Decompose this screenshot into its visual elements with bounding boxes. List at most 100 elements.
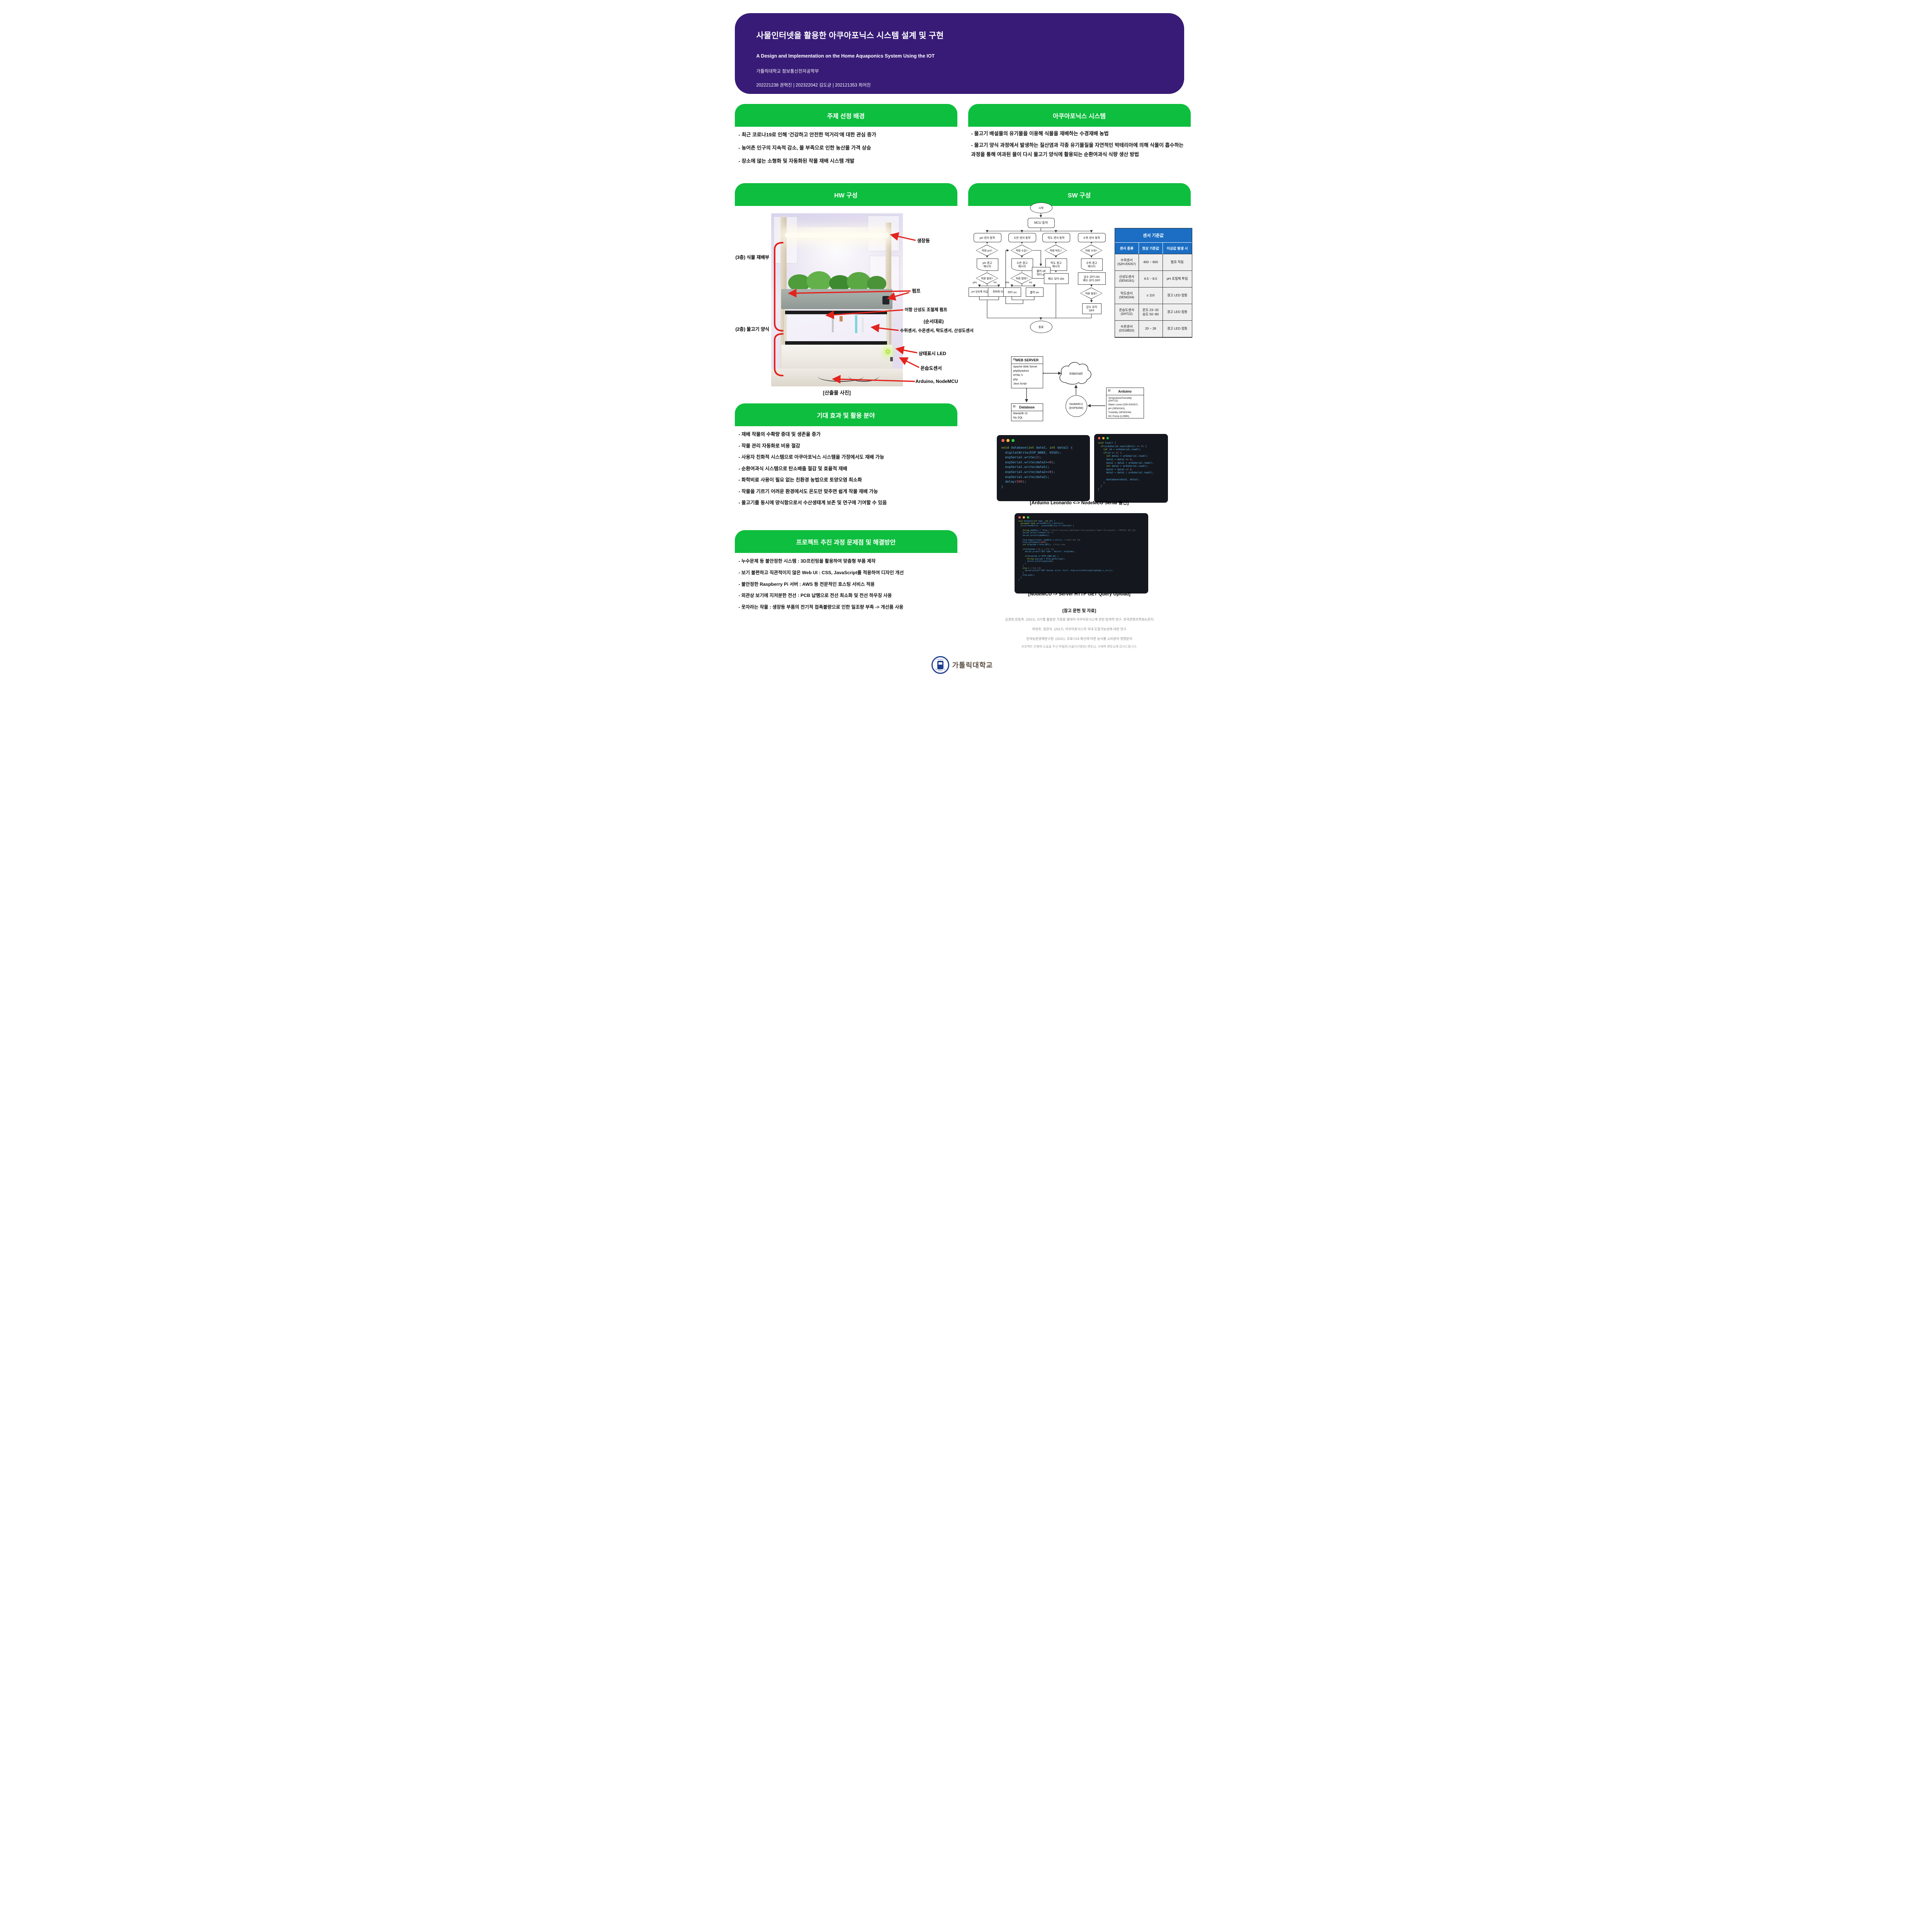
flow-ph-sensor: pH 센서 동작 xyxy=(973,233,1001,242)
flow-temp-sensor: 수온 센서 동작 xyxy=(1008,233,1036,242)
close-icon xyxy=(1001,439,1005,442)
label-grow-light: 생장등 xyxy=(917,238,930,243)
bullet-item: - 작물 관리 자동화로 비용 절감 xyxy=(738,443,801,449)
humidity-sensor-device xyxy=(890,357,893,361)
base-enclosure xyxy=(781,345,892,369)
section-header-problems: 프로젝트 추진 과정 문제점 및 해결방안 xyxy=(734,530,957,553)
bullet-item: - 외관상 보기에 지저분한 전선 : PCB 납땜으로 전선 최소화 및 전선… xyxy=(738,593,892,599)
table-body: 수위센서(SZH-EK057) 400 ~ 600 펌프 작동 산성도센서(SE… xyxy=(1115,254,1192,337)
bullet-item: - 작물을 기르기 어려운 환경에서도 온도만 맞추면 쉽게 작물 재배 가능 xyxy=(738,488,878,494)
flow-decision-temp: 적정 수온? xyxy=(1011,245,1033,256)
bullet-item: - 농어촌 인구의 지속적 감소, 물 부족으로 인한 농산물 가격 상승 xyxy=(738,145,871,151)
code-text: void loop() { if(arduSerial.available() … xyxy=(1098,442,1154,491)
stack-item: HTML 5 xyxy=(1013,374,1023,377)
reference-item: 한국농촌경제연구원. (2021). 코로나19 확산에 따른 농식품 소비분야… xyxy=(1026,637,1132,641)
box-title: Database xyxy=(1019,405,1035,409)
window-buttons xyxy=(1018,516,1144,519)
flow-heater-on: 히터 on xyxy=(1003,287,1021,297)
reference-item: 하헌주, 정관식. (2017). 아쿠아포닉스의 국내 도입가능성에 대한 연… xyxy=(1032,627,1127,631)
plant xyxy=(806,271,831,291)
department: 가톨릭대학교 정보통신전자공학부 xyxy=(756,69,819,74)
close-icon xyxy=(1098,437,1100,439)
table-header-row: 센서 종류 정상 기준값 이상값 발생 시 xyxy=(1115,243,1192,254)
authors: 202221238 권혁진 | 202322042 김도균 | 20212135… xyxy=(756,83,871,88)
references-title: [참고 문헌 및 자료] xyxy=(1062,609,1096,613)
maximize-icon xyxy=(1011,439,1015,442)
bullet-item: - 웃자라는 작물 : 생장등 부품의 전기적 접촉불량으로 인한 일조량 부족… xyxy=(738,604,904,610)
university-name: 가톨릭대학교 xyxy=(952,662,993,669)
flow-decision-turbidity: 적정 탁도? xyxy=(1045,245,1067,256)
table-header: 센서 종류 xyxy=(1115,243,1139,254)
window-icon: ⊟ xyxy=(1013,357,1016,361)
section-title: 아쿠아포닉스 시스템 xyxy=(1053,113,1106,120)
window-icon: ⊟ xyxy=(1108,389,1111,392)
fish-tank xyxy=(785,314,887,342)
label-status-led: 상태표시 LED xyxy=(918,351,947,356)
label-acid-pump: 어항 산성도 조절제 펌프 xyxy=(904,308,947,312)
section-header-effects: 기대 효과 및 활용 분야 xyxy=(734,403,957,426)
stack-item: MariaDB 10 xyxy=(1013,412,1028,415)
table-row: 수위센서(SZH-EK057) 400 ~ 600 펌프 작동 xyxy=(1115,254,1192,271)
code-text: void database(int humi, int ph) { unsign… xyxy=(1018,520,1136,582)
sensor-probe xyxy=(831,317,834,332)
code-text: void database(int data1, int data2) { di… xyxy=(1001,446,1073,488)
label-floor2: (2층) 물고기 양식 xyxy=(735,327,770,332)
sensor-probe xyxy=(855,315,857,333)
arduino-box: ⊟Arduino Temprature/Humidity (DHT22)Wate… xyxy=(1106,388,1144,418)
flow-cooler-on: 쿨러 on xyxy=(1025,287,1044,297)
sensor-tag xyxy=(839,316,843,321)
hw-figure: 생장등 (3층) 식물 재배부 펌프 어항 산성도 조절제 펌프 (순서대로) … xyxy=(735,209,974,417)
stack-item: Turbidity (SEN0244) xyxy=(1108,411,1132,414)
status-led xyxy=(885,349,890,354)
hw-photo-caption: [산출물 사진] xyxy=(823,390,851,396)
section-header-hw: HW 구성 xyxy=(734,183,957,206)
bullet-item: - 사용자 친화적 시스템으로 아쿠아포닉스 시스템을 가정에서도 재배 가능 xyxy=(738,454,884,460)
header-banner: 사물인터넷을 활용한 아쿠아포닉스 시스템 설계 및 구현 A Design a… xyxy=(734,13,1184,94)
bullet-item: - 장소에 않는 소형화 및 자동화된 작물 재배 시스템 개발 xyxy=(738,158,855,164)
bullet-item: - 물고기 배설물의 유기물을 이용해 식물을 재배하는 수경재배 농법 xyxy=(971,131,1109,136)
problems-bullets: - 누수문제 등 불안정한 시스템 : 3D프린팅을 활용하여 맞춤형 부품 제… xyxy=(739,558,956,616)
code-http-upload: void database(int humi, int ph) { unsign… xyxy=(1014,513,1148,594)
code-caption-http: [NodeMCU -> Server HTTP GET Query Upload… xyxy=(1028,591,1130,597)
bullet-item: - 물고기 양식 과정에서 발생하는 질산염과 각종 유기물질을 자연적인 박테… xyxy=(971,142,1184,157)
emblem-mark xyxy=(937,661,943,669)
section-header-sw: SW 구성 xyxy=(968,183,1191,206)
flow-yes-label: yes xyxy=(972,281,977,284)
stack-item: php xyxy=(1013,378,1018,381)
label-sensors: 수위센서, 수온센서, 탁도센서, 산성도센서 xyxy=(900,328,974,333)
sensor-probe xyxy=(862,318,863,332)
stack-item: pH (SEN0161) xyxy=(1108,407,1125,410)
bullet-item: - 누수문제 등 불안정한 시스템 : 3D프린팅을 활용하여 맞춤형 부품 제… xyxy=(738,558,876,564)
bullet-item: - 화학비료 사용이 필요 없는 친환경 농법으로 토양오염 최소화 xyxy=(738,477,862,483)
label-floor3: (3층) 식물 재배부 xyxy=(735,255,770,260)
flow-mcu: MCU 동작 xyxy=(1027,218,1055,228)
tank-frame-top xyxy=(785,311,887,314)
stack-item: DC Pump (L298N) xyxy=(1108,415,1129,418)
flow-ph-up-agent: pH 상승제 지급 xyxy=(968,287,991,297)
section-title: 프로젝트 추진 과정 문제점 및 해결방안 xyxy=(796,539,896,546)
bullet-item: - 보기 불편하고 직관적이지 않은 Web UI : CSS, JavaScr… xyxy=(738,570,904,575)
maximize-icon xyxy=(1027,516,1029,519)
code-nodemcu-serial: void loop() { if(arduSerial.available() … xyxy=(1094,434,1168,503)
flow-start: 시작 xyxy=(1030,202,1052,213)
sensor-threshold-table: 센서 기준값 센서 종류 정상 기준값 이상값 발생 시 수위센서(SZH-EK… xyxy=(1114,228,1192,338)
product-photo xyxy=(771,213,903,386)
section-title: 주제 선정 배경 xyxy=(827,113,865,120)
bullet-item: - 최근 코로나19로 인해 '건강하고 안전한 먹거리'에 대한 관심 증가 xyxy=(738,132,876,138)
sw-connectors: Internet xyxy=(978,213,1105,408)
tank-frame-bottom xyxy=(785,341,887,345)
box-title: Arduino xyxy=(1118,389,1132,393)
wire xyxy=(848,369,879,382)
background-bullets: - 최근 코로나19로 인해 '건강하고 안전한 먹거리'에 대한 관심 증가 -… xyxy=(739,131,954,171)
emblem-text-top: CATHOLIC xyxy=(937,658,944,660)
flow-range-level: 허용 범위? xyxy=(1080,287,1103,299)
window-buttons xyxy=(1001,439,1085,442)
table-row: 산성도센서(SEN0161) 6.5 ~ 8.0 pH 조절제 투입 xyxy=(1115,271,1192,287)
